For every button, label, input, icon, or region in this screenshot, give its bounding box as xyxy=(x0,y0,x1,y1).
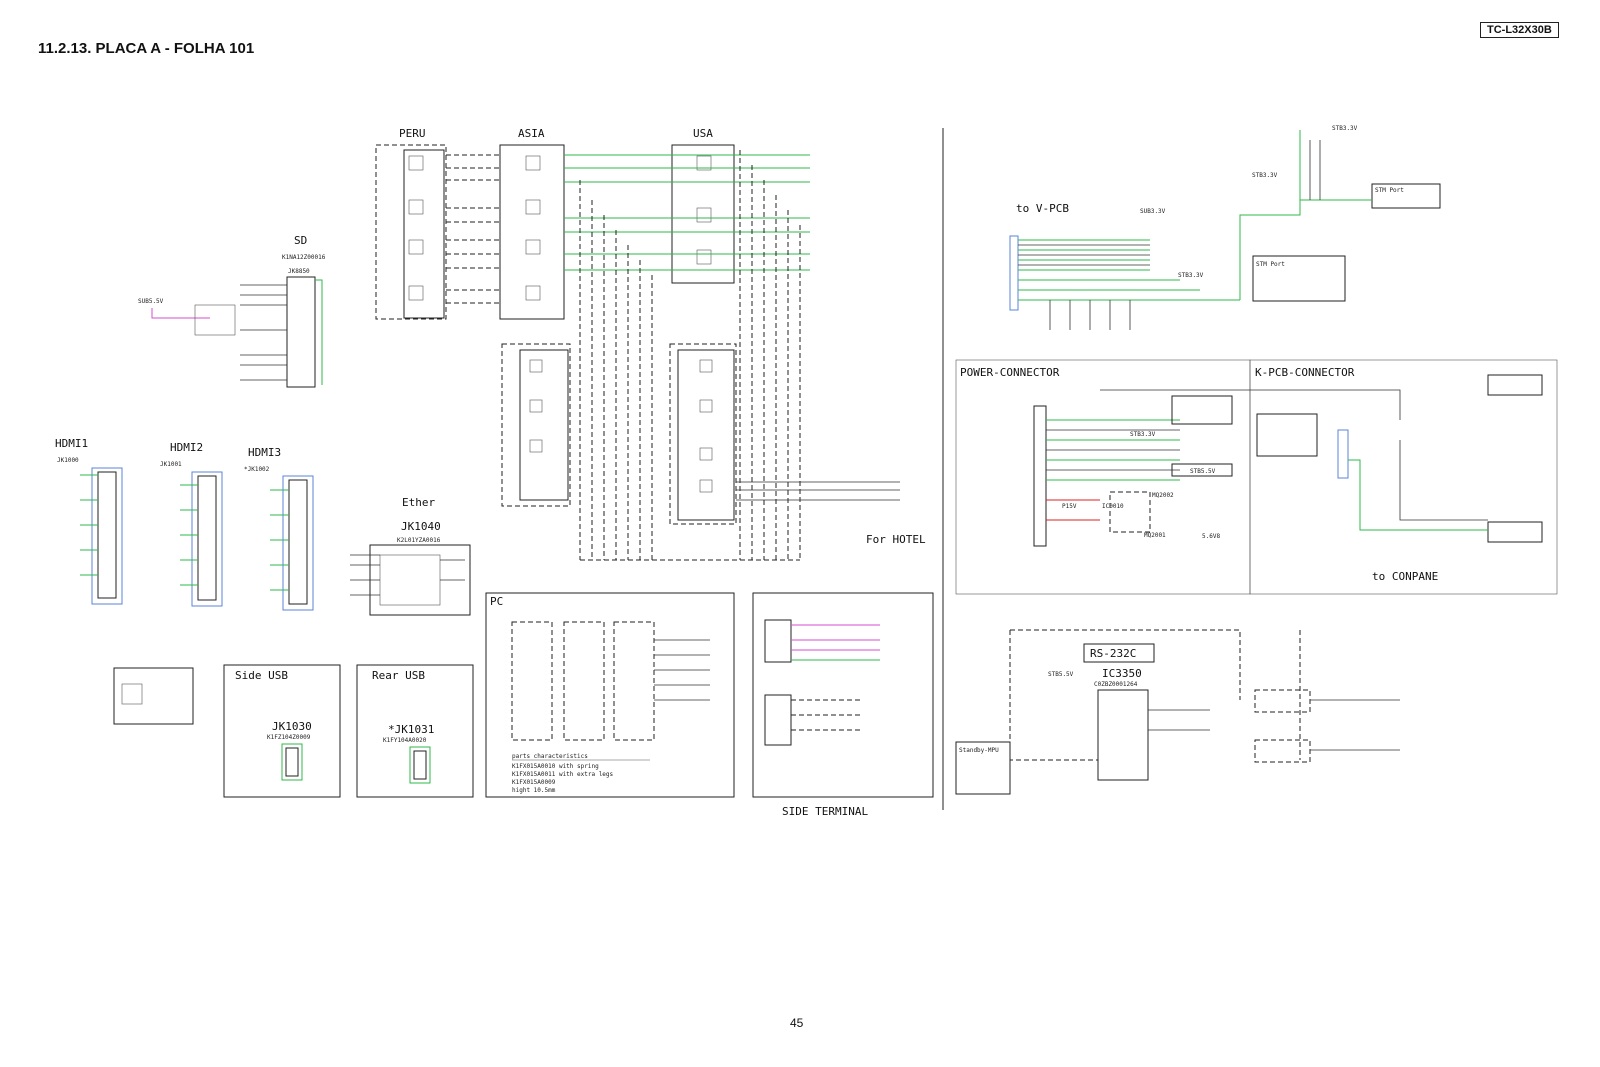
to-vpcb-label: to V-PCB xyxy=(1016,202,1069,215)
sd-label: SD xyxy=(294,234,307,247)
power-connector-label: POWER-CONNECTOR xyxy=(960,366,1060,379)
k-pcb-connector-block: K-PCB-CONNECTOR to CONPANE xyxy=(1100,359,1558,595)
pc-label: PC xyxy=(490,595,503,608)
rear-usb-label: Rear USB xyxy=(372,669,425,682)
page-number: 45 xyxy=(790,1016,804,1030)
peru-label: PERU xyxy=(399,127,426,140)
ic0010-label: IC0010 xyxy=(1102,503,1124,510)
asia-block: ASIA xyxy=(499,127,565,320)
for-hotel-label: For HOTEL xyxy=(866,533,926,546)
jk1031-label: *JK1031 xyxy=(388,723,434,736)
stm-port-2-label: STM Port xyxy=(1375,187,1404,194)
stm-port-1-label: STM Port xyxy=(1256,261,1285,268)
component-block-lower-left xyxy=(501,343,571,507)
hdmi3-label: HDMI3 xyxy=(248,446,281,459)
jk1040-part-label: K2L01YZA0016 xyxy=(397,537,441,544)
v5-6-label: 5.6V8 xyxy=(1202,533,1220,540)
side-terminal-block: SIDE TERMINAL xyxy=(752,592,934,818)
parts-3-label: K1FX015A0009 xyxy=(512,779,556,786)
jk1002-label: *JK1002 xyxy=(244,466,270,473)
hdmi1-block: HDMI1 JK1000 xyxy=(55,437,123,605)
side-usb-block: Side USB JK1030 K1FZ104Z0009 xyxy=(223,664,341,798)
mq2002-label: MQ2002 xyxy=(1152,492,1174,499)
standby-mpu-label: Standby-MPU xyxy=(959,747,999,754)
stb3v-c-label: STB3.3V xyxy=(1332,125,1358,132)
model-badge: TC-L32X30B xyxy=(1480,22,1559,38)
ether-block: Ether JK1040 K2L01YZA0016 xyxy=(350,496,471,616)
stb3v-b-label: STB3.3V xyxy=(1252,172,1278,179)
usa-label: USA xyxy=(693,127,713,140)
sd-block: SD K1NA12Z00016 JK8850 SUB5.5V xyxy=(138,234,326,388)
side-terminal-label: SIDE TERMINAL xyxy=(782,805,868,818)
sub3v-label: SUB3.3V xyxy=(1140,208,1166,215)
hdmi2-label: HDMI2 xyxy=(170,441,203,454)
hdmi3-block: HDMI3 *JK1002 xyxy=(244,446,314,611)
parts-hight-label: hight 10.5mm xyxy=(512,787,556,794)
jk1000-label: JK1000 xyxy=(57,457,79,464)
jk1040-label: JK1040 xyxy=(401,520,441,533)
rs232c-label: RS-232C xyxy=(1090,647,1136,660)
jk1030-part-label: K1FZ104Z0009 xyxy=(267,734,311,741)
mq2001-label: MQ2001 xyxy=(1144,532,1166,539)
jk1031-part-label: K1FY104A0020 xyxy=(383,737,427,744)
jk1030-label: JK1030 xyxy=(272,720,312,733)
to-conpane-label: to CONPANE xyxy=(1372,570,1438,583)
v-pcb-block: to V-PCB SUB3.3V STB3.3V xyxy=(1009,202,1240,330)
jk1001-label: JK1001 xyxy=(160,461,182,468)
parts-2-label: K1FX015A0011 with extra legs xyxy=(512,771,614,778)
power-connector-block: POWER-CONNECTOR STB3.3V STB5.5V P15V IC0… xyxy=(955,359,1251,595)
stb3v-a-label: STB3.3V xyxy=(1178,272,1204,279)
stb3v-d-label: STB3.3V xyxy=(1130,431,1156,438)
rear-usb-block: Rear USB *JK1031 K1FY104A0020 xyxy=(356,664,474,798)
asia-label: ASIA xyxy=(518,127,545,140)
side-usb-label: Side USB xyxy=(235,669,288,682)
hdmi2-block: HDMI2 JK1001 xyxy=(160,441,223,607)
ether-label: Ether xyxy=(402,496,435,509)
sd-part-label: K1NA12Z00016 xyxy=(282,254,326,261)
usb-small-block xyxy=(113,667,194,725)
hdmi1-label: HDMI1 xyxy=(55,437,88,450)
page-title: 11.2.13. PLACA A - FOLHA 101 xyxy=(38,40,255,57)
pc-block: PC parts characteristics K1FX015A0010 wi… xyxy=(485,592,735,798)
parts-char-label: parts characteristics xyxy=(512,753,588,760)
rs232c-block: RS-232C STB5.5V IC3350 C0ZBZ0001264 Stan… xyxy=(955,629,1400,795)
k-pcb-connector-label: K-PCB-CONNECTOR xyxy=(1255,366,1355,379)
ic3350-label: IC3350 xyxy=(1102,667,1142,680)
sub5v-label: SUB5.5V xyxy=(138,298,164,305)
component-block-lower-right xyxy=(669,343,737,525)
stb5v-label: STB5.5V xyxy=(1190,468,1216,475)
stb5v-rs-label: STB5.5V xyxy=(1048,671,1074,678)
p15v-label: P15V xyxy=(1062,503,1077,510)
ic3350-part-label: C0ZBZ0001264 xyxy=(1094,681,1138,688)
stm-port-block: STM Port STM Port STB3.3V STB3.3V xyxy=(1239,125,1441,302)
parts-1-label: K1FX015A0010 with spring xyxy=(512,763,599,770)
peru-block: PERU xyxy=(375,127,447,320)
usa-block: USA xyxy=(671,127,735,284)
sd-ref-label: JK8850 xyxy=(288,268,310,275)
